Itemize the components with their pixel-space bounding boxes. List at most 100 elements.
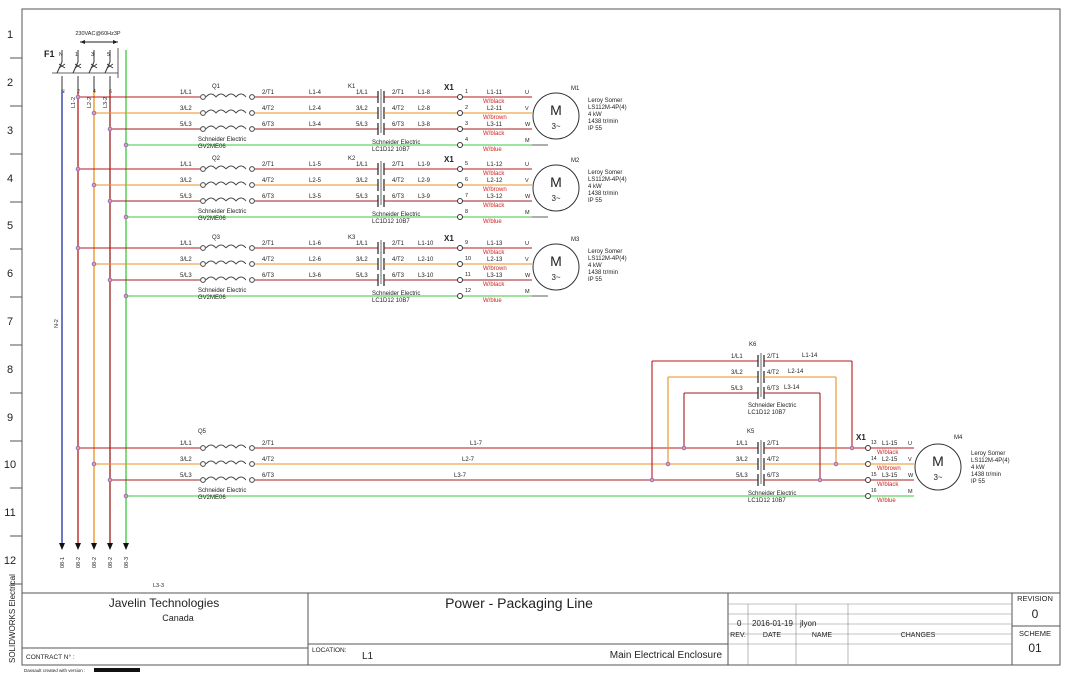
motor-spec: 4 kW	[588, 263, 602, 269]
row-number: 5	[7, 220, 13, 232]
terminal-number: 11	[465, 272, 471, 278]
bus-junction	[91, 182, 97, 188]
breaker-pin-label: 4/T2	[262, 178, 275, 184]
breaker-pin-label: 5/L3	[180, 473, 192, 479]
terminal-number: 3	[465, 121, 468, 127]
contactor-ref: LC1D12 10B7	[748, 498, 786, 504]
contactor-pin-label: 6/T3	[392, 122, 405, 128]
contactor-pin-label: 3/L2	[731, 370, 743, 376]
cable-label: W/blue	[483, 219, 502, 225]
motor-spec: 4 kW	[588, 184, 602, 190]
contactor-pin-label: 5/L3	[356, 273, 368, 279]
wire-label: L2-7	[462, 457, 475, 463]
f1-label: F1	[44, 49, 55, 59]
contactor-pin-label: 3/L2	[736, 457, 748, 463]
cable-label: W/brown	[877, 466, 901, 472]
revision-label: REVISION	[1017, 594, 1053, 603]
breaker-pin-label: 3/L2	[180, 257, 192, 263]
wire-label: L1-10	[418, 241, 434, 247]
wire-label: L2-12	[487, 178, 503, 184]
breaker-pin	[200, 198, 206, 204]
bus-junction	[75, 166, 81, 172]
motor-symbol: M	[550, 102, 562, 118]
terminal-name: X1	[444, 155, 454, 164]
contactor-name: K6	[749, 342, 757, 348]
terminal-number: 1	[465, 89, 468, 95]
breaker-pin-label: 4/T2	[262, 457, 275, 463]
bus-junction	[123, 293, 129, 299]
wire-label: L2-9	[418, 178, 431, 184]
bus-junction	[75, 445, 81, 451]
breaker-coil	[205, 476, 227, 481]
breaker-thermal	[225, 93, 247, 98]
motor-spec: Leroy Somer	[588, 98, 622, 104]
motor-pin-label: V	[525, 178, 529, 184]
breaker-name: Q3	[212, 235, 221, 241]
wire-label: L3-6	[309, 273, 322, 279]
breaker-thermal	[225, 125, 247, 130]
wire-label: L3-10	[418, 273, 434, 279]
contactor-ref: LC1D12 10B7	[372, 147, 410, 153]
header-name: NAME	[812, 632, 833, 639]
breaker-pin	[249, 182, 255, 188]
revision-value: 0	[1032, 607, 1039, 621]
bus-arrow-label: 08-2	[108, 557, 114, 568]
contactor-pin-label: 3/L2	[356, 106, 368, 112]
motor-spec: 1438 tr/min	[588, 119, 618, 125]
header-rev: REV.	[730, 632, 746, 639]
bus-junction	[107, 198, 113, 204]
motor-pin-label: U	[525, 90, 529, 96]
k6-junction	[665, 461, 671, 467]
row-number: 6	[7, 268, 13, 280]
cable-label: W/blue	[877, 498, 896, 504]
motor-spec: LS112M-4P(4)	[588, 105, 627, 111]
contactor-pin-label: 2/T1	[767, 354, 780, 360]
breaker-pin	[200, 461, 206, 467]
terminal-point	[457, 110, 463, 116]
breaker-pin	[200, 445, 206, 451]
f1-cross	[58, 63, 66, 69]
breaker-pin-label: 1/L1	[180, 90, 192, 96]
breaker-thermal	[225, 109, 247, 114]
breaker-pin-label: 3/L2	[180, 457, 192, 463]
rev-date: 2016-01-19	[752, 619, 793, 628]
wire-label: L3-12	[487, 194, 503, 200]
wire-label: L3-9	[418, 194, 431, 200]
breaker-coil	[205, 444, 227, 449]
motor-symbol: M	[550, 253, 562, 269]
breaker-ref: GV2ME06	[198, 216, 226, 222]
breaker-thermal	[225, 165, 247, 170]
motor-spec: Leroy Somer	[971, 451, 1005, 457]
contactor-name: K3	[348, 235, 356, 241]
cable-label: W/brown	[483, 266, 507, 272]
breaker-ref: GV2ME06	[198, 295, 226, 301]
breaker-vendor: Schneider Electric	[198, 488, 246, 494]
breaker-pin-label: 6/T3	[262, 122, 275, 128]
f1-cross	[106, 63, 114, 69]
terminal-number: 8	[465, 209, 468, 215]
motor-spec: 4 kW	[588, 112, 602, 118]
motor-spec: 1438 tr/min	[588, 191, 618, 197]
contactor-pin-label: 6/T3	[392, 194, 405, 200]
breaker-pin-label: 1/L1	[180, 441, 192, 447]
bus-wire-label: L2-2	[87, 97, 93, 108]
bus-junction	[107, 126, 113, 132]
breaker-pin-label: 3/L2	[180, 178, 192, 184]
breaker-pin	[200, 110, 206, 116]
enclosure-name: Main Electrical Enclosure	[610, 650, 723, 661]
bus-junction	[123, 493, 129, 499]
breaker-pin-label: 6/T3	[262, 194, 275, 200]
contactor-pin-label: 1/L1	[731, 354, 743, 360]
k6-junction	[849, 445, 855, 451]
contactor-pin-label: 4/T2	[392, 178, 405, 184]
created-with: Dassault created with version :	[24, 668, 85, 673]
contactor-pin-label: 3/L2	[356, 178, 368, 184]
contactor-pin-label: 5/L3	[356, 194, 368, 200]
motor-pin-label: U	[908, 441, 912, 447]
motor-pin-label: M	[908, 489, 913, 495]
breaker-thermal	[225, 260, 247, 265]
row-number: 8	[7, 364, 13, 376]
contactor-pin-label: 1/L1	[356, 90, 368, 96]
motor-pin-label: W	[908, 473, 914, 479]
motor-spec: LS112M-4P(4)	[971, 458, 1010, 464]
